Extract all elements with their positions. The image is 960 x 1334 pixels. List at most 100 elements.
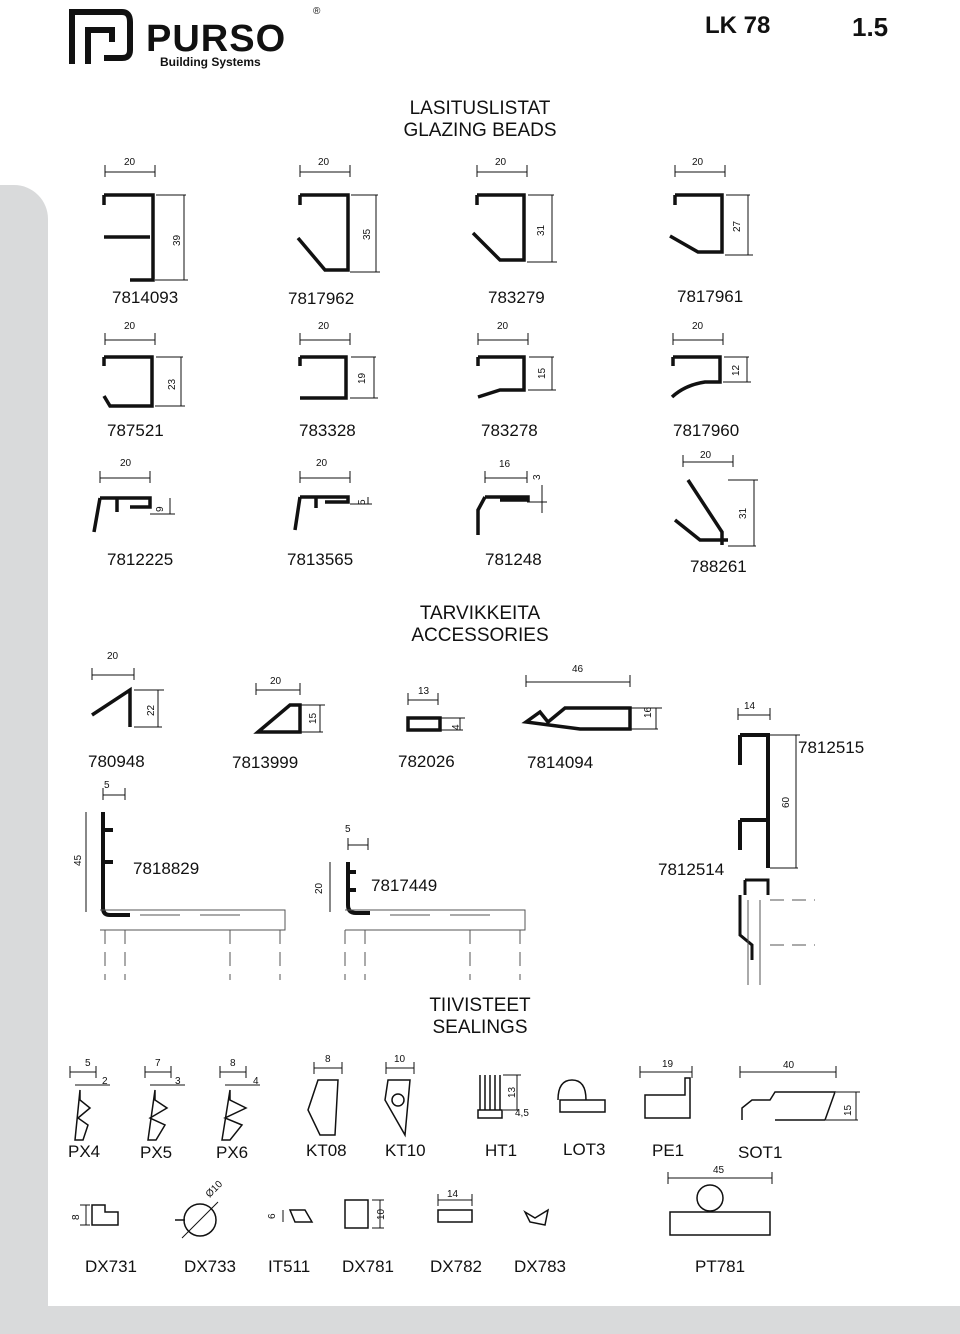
dim-value: 5 xyxy=(85,1058,91,1069)
dim-width: 20 xyxy=(692,157,704,168)
dim-width: 5 xyxy=(104,780,110,791)
sealing-code: HT1 xyxy=(485,1141,518,1160)
frame-profile-right xyxy=(344,909,526,980)
sealing-code: SOT1 xyxy=(738,1143,783,1162)
dim-height: 20 xyxy=(314,882,325,894)
accessory-code: 7814094 xyxy=(527,753,594,772)
glazing-code: 7817962 xyxy=(288,289,355,308)
sealing-code: DX783 xyxy=(514,1257,566,1276)
glazing-code: 7817960 xyxy=(673,421,740,440)
dim-width: 20 xyxy=(318,157,330,168)
dim-height: 19 xyxy=(357,372,368,384)
accessory-code: 7813999 xyxy=(232,753,299,772)
frame-profile-left xyxy=(100,909,286,980)
sealing-code: PX4 xyxy=(68,1142,101,1161)
dim-width: 20 xyxy=(107,651,119,662)
sealing-profiles xyxy=(74,1075,837,1141)
dim-height: 4 xyxy=(451,724,462,730)
dim-value: 8 xyxy=(71,1214,82,1220)
dim-width: 20 xyxy=(270,676,282,687)
dim-value: 4 xyxy=(253,1076,259,1087)
dim-width: 46 xyxy=(572,664,584,675)
dim-value: 45 xyxy=(713,1165,725,1176)
profile-7817961 xyxy=(669,193,724,254)
dim-width: 20 xyxy=(495,157,507,168)
brand-name: PURSO xyxy=(146,18,287,60)
dim-height: 22 xyxy=(146,704,157,716)
bottom-band xyxy=(0,1306,960,1334)
dim-width: 20 xyxy=(124,321,136,332)
dim-value: 14 xyxy=(447,1189,459,1200)
dim-value: 19 xyxy=(662,1059,674,1070)
dim-width: 20 xyxy=(318,321,330,332)
dim-value: 10 xyxy=(376,1208,387,1220)
dim-value: 15 xyxy=(843,1104,854,1116)
page-id: LK 78 xyxy=(705,12,771,39)
dim-height: 3 xyxy=(532,474,543,480)
sealing-code: KT08 xyxy=(306,1141,347,1160)
dim-height: 15 xyxy=(308,712,319,724)
glazing-code: 781248 xyxy=(485,550,542,569)
dim-height: 9 xyxy=(155,506,166,512)
dim-value: 10 xyxy=(394,1054,406,1065)
accessory-code: 780948 xyxy=(88,752,145,771)
sealing-code: IT511 xyxy=(268,1257,311,1276)
brand-subtitle: Building Systems xyxy=(160,55,261,69)
dim-value: 4,5 xyxy=(515,1108,529,1119)
dim-height: 35 xyxy=(362,228,373,240)
dim-value: 3 xyxy=(175,1076,181,1087)
dim-width: 20 xyxy=(316,458,328,469)
glazing-code: 7814093 xyxy=(112,288,179,307)
dim-width: 14 xyxy=(744,701,756,712)
glazing-code: 783279 xyxy=(488,288,545,307)
sealing-code: PX5 xyxy=(140,1143,173,1162)
dim-height: 15 xyxy=(537,367,548,379)
sealing-code: DX781 xyxy=(342,1257,394,1276)
profile-783279 xyxy=(471,193,526,262)
dim-value: 7 xyxy=(155,1058,161,1069)
dim-value: 40 xyxy=(783,1060,795,1071)
dim-height: 16 xyxy=(643,706,654,718)
accessory-code: 7817449 xyxy=(371,876,438,895)
profile-7814093 xyxy=(102,193,155,282)
purso-logo-icon xyxy=(69,9,133,64)
dim-height: 5 xyxy=(357,499,368,505)
glazing-code: 788261 xyxy=(690,557,747,576)
dim-height: 23 xyxy=(167,378,178,390)
registered-mark: ® xyxy=(313,6,321,17)
side-panel xyxy=(0,185,48,1320)
accessory-code: 7818829 xyxy=(133,859,200,878)
glazing-code: 7817961 xyxy=(677,287,744,306)
profile-7817962 xyxy=(296,193,350,272)
dim-value: 13 xyxy=(507,1086,518,1098)
dim-lines-row1 xyxy=(104,165,753,281)
dim-height: 45 xyxy=(73,854,84,866)
dim-width: 13 xyxy=(418,686,430,697)
sealing-code: DX782 xyxy=(430,1257,482,1276)
sealing-code: PX6 xyxy=(216,1143,249,1162)
glazing-code: 783328 xyxy=(299,421,356,440)
accessory-code: 7812515 xyxy=(798,738,865,757)
sealing-code: DX733 xyxy=(184,1257,236,1276)
dim-height: 31 xyxy=(536,224,547,236)
glazing-code: 783278 xyxy=(481,421,538,440)
glazing-code: 787521 xyxy=(107,421,164,440)
glazing-code: 7812225 xyxy=(107,550,174,569)
dim-value: 2 xyxy=(102,1076,108,1087)
dim-height: 39 xyxy=(172,234,183,246)
dim-width: 20 xyxy=(120,458,132,469)
dim-width: 20 xyxy=(692,321,704,332)
dim-width: 16 xyxy=(499,459,511,470)
dim-width: 20 xyxy=(700,450,712,461)
sealing-code: PE1 xyxy=(652,1141,685,1160)
dim-width: 20 xyxy=(124,157,136,168)
sealing-code: LOT3 xyxy=(563,1140,606,1159)
sealing-code: KT10 xyxy=(385,1141,426,1160)
dim-value: 8 xyxy=(230,1058,236,1069)
dim-width: 5 xyxy=(345,824,351,835)
dim-height: 31 xyxy=(738,507,749,519)
page-number: 1.5 xyxy=(852,12,889,42)
